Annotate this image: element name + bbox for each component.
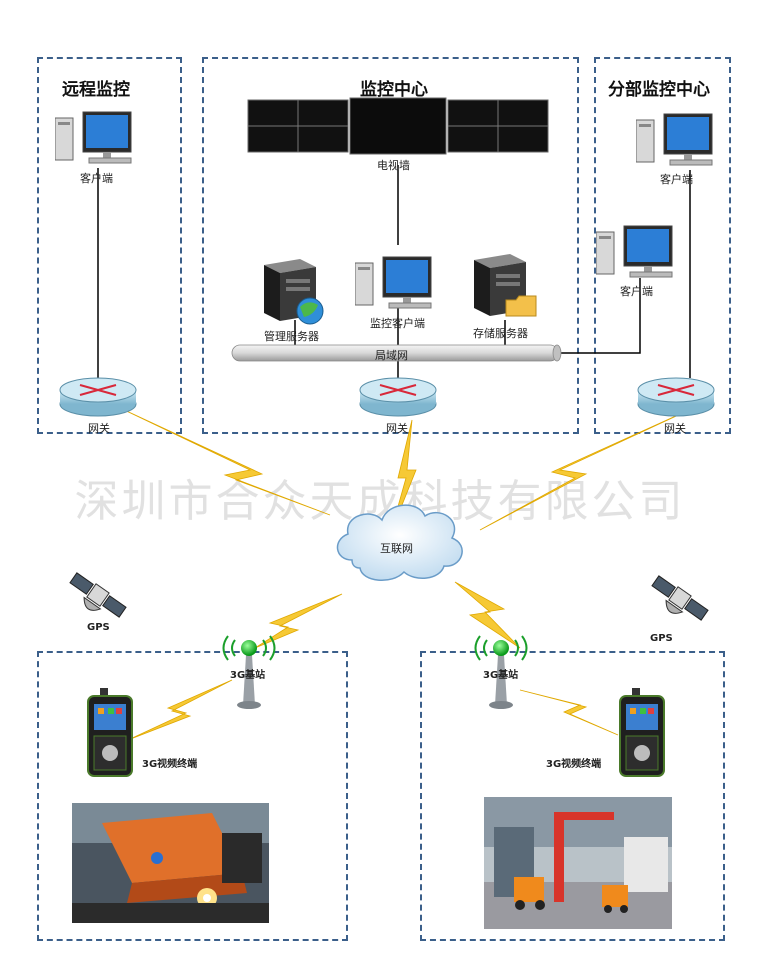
left-base-station-label: 3G基站: [230, 670, 266, 681]
left-terminal-label: 3G视频终端: [142, 759, 198, 770]
left-field-zone: [37, 651, 348, 941]
branch-client-pc-2-icon: [596, 225, 673, 278]
storage-server-icon: [474, 254, 537, 317]
tv-wall-label: 电视墙: [377, 159, 410, 172]
monitor-center-zone: [202, 57, 579, 434]
lan-label: 局域网: [375, 349, 408, 362]
right-3g-terminal-icon: [619, 688, 665, 777]
right-terminal-label: 3G视频终端: [546, 759, 602, 770]
left-gps-label: GPS: [87, 622, 110, 633]
remote-monitor-title: 远程监控: [62, 80, 130, 100]
branch-center-zone: [594, 57, 731, 434]
internet-label: 互联网: [380, 542, 413, 555]
center-gateway-label: 网关: [386, 422, 408, 435]
remote-monitor-zone: [37, 57, 182, 434]
right-gps-label: GPS: [650, 633, 673, 644]
branch-client-label-1: 客户端: [660, 173, 693, 186]
management-server-icon: [264, 259, 324, 325]
right-base-station-label: 3G基站: [483, 670, 519, 681]
branch-gateway-label: 网关: [664, 422, 686, 435]
storage-server-label: 存储服务器: [473, 327, 528, 340]
left-3g-terminal-icon: [87, 688, 133, 777]
remote-client-pc-icon: [55, 111, 132, 164]
left-factory-photo: [72, 803, 269, 923]
branch-client-label-2: 客户端: [620, 285, 653, 298]
remote-gateway-label: 网关: [88, 422, 110, 435]
monitor-client-pc-icon: [355, 256, 432, 309]
monitor-client-label: 监控客户端: [370, 317, 425, 330]
right-factory-photo: [484, 797, 672, 929]
management-server-label: 管理服务器: [264, 330, 319, 343]
branch-client-pc-icon: [636, 113, 713, 166]
branch-center-title: 分部监控中心: [608, 80, 710, 100]
remote-client-label: 客户端: [80, 172, 113, 185]
monitor-center-title: 监控中心: [360, 80, 428, 100]
right-field-zone: [420, 651, 725, 941]
